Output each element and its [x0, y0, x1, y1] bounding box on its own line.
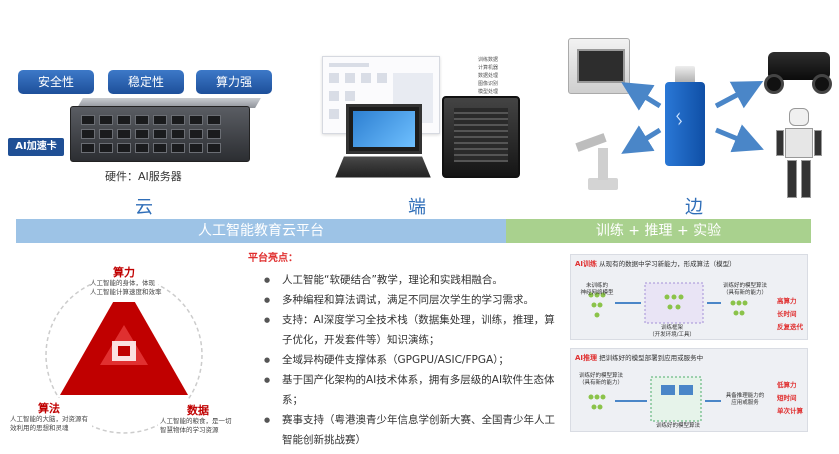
inference-caption-service: 具备推理能力的应用或服务 [725, 393, 765, 406]
highlights-list: 人工智能“软硬结合”教学，理论和实践相融合。 多种编程和算法调试，满足不同层次学… [264, 270, 564, 450]
arrow-up-right [714, 80, 764, 109]
training-heading: AI训练 从现有的数据中学习新能力，形成算法（模型） [575, 260, 736, 268]
label-data: 数据 [187, 404, 209, 417]
portable-workstation-image [442, 96, 520, 178]
pill-security: 安全性 [18, 70, 94, 94]
desc-data: 人工智能的粮食，是一切 智慧物体的学习资源 [160, 417, 232, 434]
hardware-label: 硬件：AI服务器 [105, 170, 182, 183]
right-label-bg [158, 400, 240, 440]
label-algorithm: 算法 [38, 402, 60, 415]
rugged-laptop-image [335, 104, 431, 178]
left-label-bg [8, 398, 92, 440]
inference-caption-trained: 训练好的模型算法 [655, 423, 700, 429]
usb-accelerator-image: ᛊ [665, 82, 705, 166]
label-compute: 算力 [113, 266, 135, 279]
usb-stick-cap [675, 66, 695, 84]
inference-flow-diagram [588, 376, 721, 422]
label-terminal: 端 [408, 197, 426, 218]
ai-server-image [70, 106, 250, 162]
ai-accelerator-badge: AI加速卡 [8, 138, 64, 156]
label-edge: 边 [685, 197, 703, 218]
arrows-diagram [621, 80, 764, 154]
pill-stability: 稳定性 [108, 70, 184, 94]
banner-cloud-platform: 人工智能教育云平台 [16, 219, 506, 243]
edge-device-box-image [568, 38, 630, 94]
screen-legend: 训练数据 计算机器 数据处理 图像识别 模型处理 [478, 57, 499, 95]
list-item: 基于国产化架构的AI技术体系，拥有多层级的AI软件生态体系； [264, 370, 564, 410]
humanoid-robot-image [776, 108, 822, 200]
inference-caption-model: 训练好的模型算法（具有新的能力） [578, 373, 623, 386]
inference-heading: AI推理 把训练好的模型部署到应用或服务中 [575, 354, 704, 362]
top-label-bg [92, 262, 158, 302]
training-requirements: 高算力长时间反复迭代 [777, 297, 803, 331]
training-caption-framework: 训练框架（开发环境/工具） [649, 325, 695, 338]
robot-car-image [762, 44, 834, 96]
list-item: 支持：AI深度学习全技术栈（数据集处理，训练，推理，算子优化，开发套件等）知识演… [264, 310, 564, 350]
app-service-box [650, 376, 702, 422]
framework-box [644, 282, 704, 324]
list-item: 全域异构硬件支撑体系（GPGPU/ASIC/FPGA）； [264, 350, 564, 370]
label-cloud: 云 [135, 197, 153, 218]
triangle-diagram [45, 276, 203, 434]
desc-compute: 人工智能的身体，体现 人工智能计算速度和效率 [90, 279, 162, 296]
list-item: 多种编程和算法调试，满足不同层次学生的学习需求。 [264, 290, 564, 310]
arrow-down-right [715, 124, 764, 153]
pill-compute: 算力强 [196, 70, 272, 94]
desc-algorithm: 人工智能的大脑，对资源有 效利用的思想和灵魂 [10, 415, 88, 432]
arrow-up-left [621, 82, 662, 111]
ai-training-panel: AI训练 从现有的数据中学习新能力，形成算法（模型） 未训练的神经网络模型 训练… [570, 254, 808, 340]
training-caption-untrained: 未训练的神经网络模型 [580, 283, 614, 296]
list-item: 赛事支持（粤港澳青少年信息学创新大赛、全国青少年人工智能创新挑战赛） [264, 410, 564, 450]
ai-inference-panel: AI推理 把训练好的模型部署到应用或服务中 训练好的模型算法（具有新的能力） 具… [570, 348, 808, 432]
banner-train-infer: 训练 + 推理 + 实验 [506, 219, 811, 243]
training-caption-trained: 训练好的模型算法（具有新的能力） [722, 283, 767, 296]
inference-requirements: 低算力短时间单次计算 [777, 381, 803, 415]
robot-arm-image [572, 128, 632, 190]
arrow-down-left [621, 125, 662, 154]
highlights-title: 平台亮点： [248, 253, 298, 264]
list-item: 人工智能“软硬结合”教学，理论和实践相融合。 [264, 270, 564, 290]
training-flow-diagram [588, 282, 748, 324]
